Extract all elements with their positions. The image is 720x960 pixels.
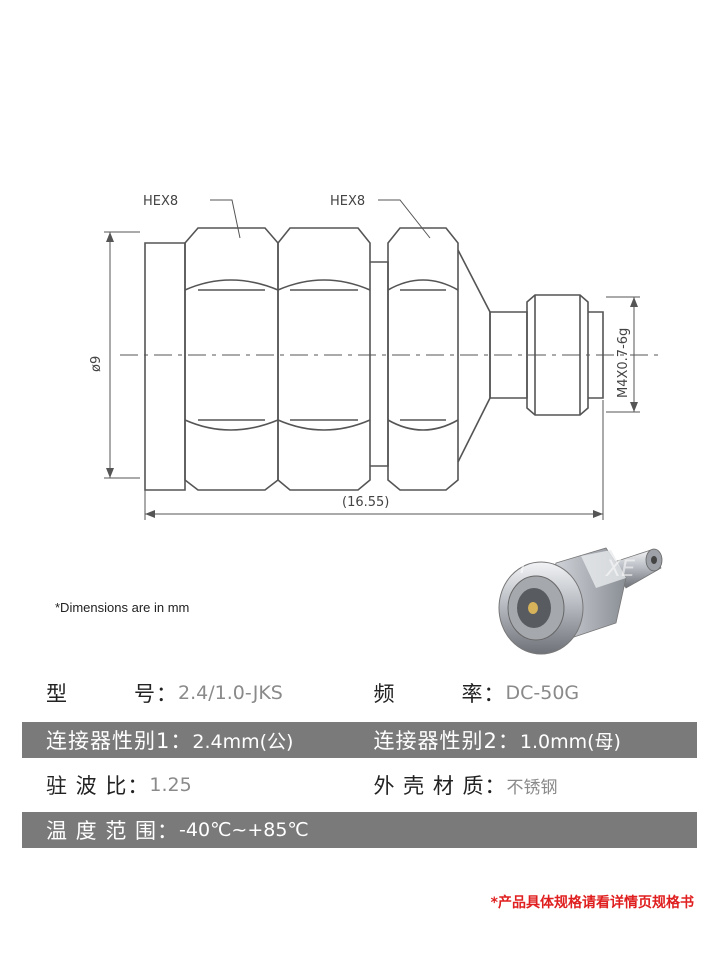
gender1-label: 连接器性别1： xyxy=(46,729,193,753)
model-value: 2.4/1.0-JKS xyxy=(178,682,283,704)
thread-label: M4X0.7-6g xyxy=(616,328,631,398)
hex-body-3 xyxy=(387,227,459,491)
temperature-label: 温 度 范 围： xyxy=(46,819,180,843)
spec-row-vswr-material: 驻 波 比： 1.25 外 壳 材 质： 不锈钢 xyxy=(22,767,697,803)
diameter-label: ø9 xyxy=(89,356,104,372)
svg-text:CM: CM xyxy=(492,554,526,579)
spec-sheet-note: *产品具体规格请看详情页规格书 xyxy=(490,895,694,911)
left-flange xyxy=(144,242,186,491)
frequency-value: DC-50G xyxy=(505,682,580,704)
spec-row-temperature: 温 度 范 围： -40℃~+85℃ xyxy=(22,812,697,848)
spec-row-model-frequency: 型 号： 2.4/1.0-JKS 频 率： DC-50G xyxy=(22,675,697,711)
gender2-value: 1.0mm(母) xyxy=(519,730,621,753)
vswr-value: 1.25 xyxy=(149,774,192,796)
material-label: 外 壳 材 质： xyxy=(373,774,507,798)
gender2-label: 连接器性别2： xyxy=(373,729,520,753)
gender1-value: 2.4mm(公) xyxy=(192,730,294,753)
cone xyxy=(457,249,491,463)
hex-body-2 xyxy=(277,227,371,491)
hex-label-1: HEX8 xyxy=(143,194,178,209)
product-photo: CM XE xyxy=(492,547,663,655)
spec-row-gender: 连接器性别1： 2.4mm(公) 连接器性别2： 1.0mm(母) xyxy=(22,722,697,758)
connector-technical-drawing: HEX8 HEX8 ø9 (16.55) M4X0.7-6g xyxy=(89,194,660,520)
length-label: (16.55) xyxy=(342,495,389,510)
hex-label-2: HEX8 xyxy=(330,194,365,209)
dimensions-note: *Dimensions are in mm xyxy=(55,600,190,615)
frequency-label: 频 率： xyxy=(373,682,506,706)
svg-text:XE: XE xyxy=(605,557,635,582)
vswr-label: 驻 波 比： xyxy=(46,774,150,798)
material-value: 不锈钢 xyxy=(506,777,558,798)
temperature-value: -40℃~+85℃ xyxy=(179,819,309,841)
model-label: 型 号： xyxy=(46,682,178,706)
hex-body-1 xyxy=(184,227,279,491)
